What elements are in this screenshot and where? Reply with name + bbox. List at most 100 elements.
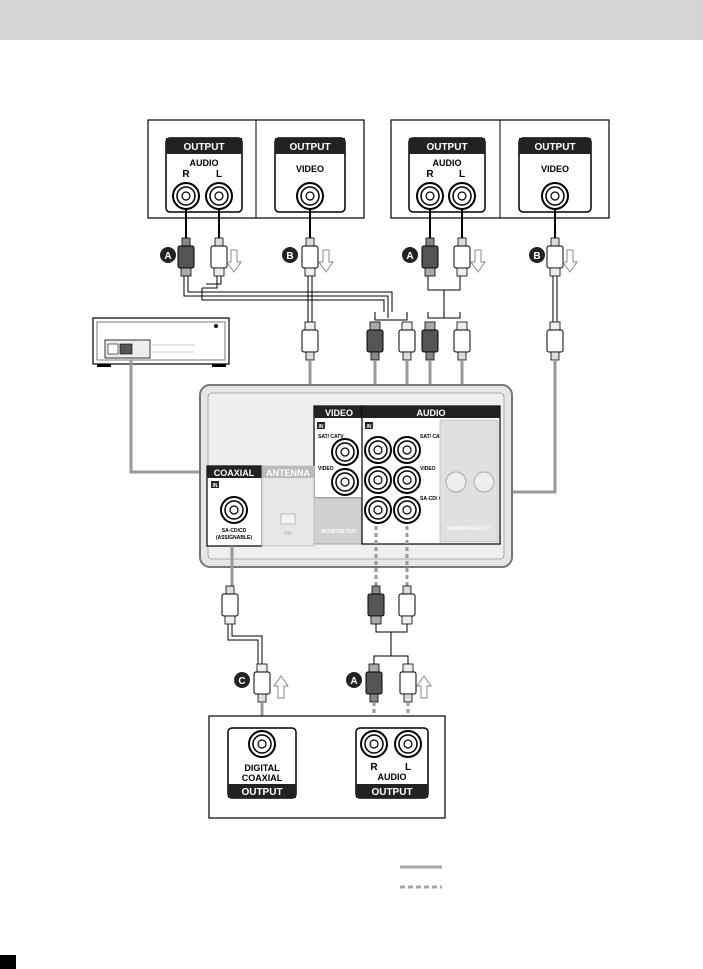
cable-a-marker-icon xyxy=(402,247,418,263)
source-2-jack-r-label: R xyxy=(426,169,434,180)
video-in-badge: IN xyxy=(319,424,324,430)
audio-in-badge: IN xyxy=(367,424,372,430)
sacd-l-plug-bottom xyxy=(399,663,417,703)
arrow-up-icon xyxy=(273,675,289,699)
cable-b-marker-icon xyxy=(282,247,298,263)
cable-wires xyxy=(183,276,558,322)
plug-sat-r xyxy=(366,321,384,361)
subwoofer-out-label: SUBWOOFER OUT xyxy=(447,526,492,532)
video-section-header: VIDEO xyxy=(325,408,353,418)
coaxial-label: COAXIAL xyxy=(242,773,283,783)
receiver-input-plugs xyxy=(301,321,564,361)
source-1-audio-l-jack xyxy=(205,182,233,210)
source-1-video-jack xyxy=(296,182,324,210)
antenna-fm-label: FM xyxy=(284,531,291,537)
antenna-section xyxy=(261,465,315,547)
sacd-r-plug-top xyxy=(367,585,385,625)
source-2-audio-l-jack xyxy=(448,182,476,210)
digital-coaxial-jack xyxy=(248,730,276,758)
sacd-player: DIGITAL COAXIAL OUTPUT R L AUDIO OUTPUT xyxy=(208,715,446,819)
source-1-jack-r-label: R xyxy=(182,169,190,180)
sacd-audio-label: AUDIO xyxy=(378,772,407,782)
plug-video-r xyxy=(421,321,439,361)
sacd-audio-r-jack xyxy=(360,730,388,758)
cable-a-marker: A xyxy=(164,251,171,262)
source-2-audio-output-header: OUTPUT xyxy=(426,142,467,153)
source-1-audio-r-jack xyxy=(172,182,200,210)
arrow-down-icon xyxy=(318,249,334,273)
sacd-l-plug-top xyxy=(398,585,416,625)
source-cables: A B A B xyxy=(160,210,578,277)
audio-sacd-r-jack xyxy=(364,496,392,524)
plug-sat-l xyxy=(398,321,416,361)
source-2-l-plug xyxy=(453,237,471,277)
source-2: OUTPUT AUDIO R L OUTPUT VIDEO xyxy=(390,119,610,219)
plug-video-video xyxy=(546,321,564,361)
video-sat-jack xyxy=(331,438,359,466)
coaxial-jack xyxy=(220,496,248,524)
cable-a-marker: A xyxy=(350,676,357,687)
source-2-video-plug xyxy=(546,237,564,277)
source-1-r-plug xyxy=(177,237,195,277)
receiver-rear-panel: VIDEO IN SAT/ CATV VIDEO MONITOR OUT AUD… xyxy=(199,384,513,568)
audio-video-label: VIDEO xyxy=(420,466,436,472)
cable-c-marker: C xyxy=(238,676,245,687)
coaxial-in-badge: IN xyxy=(213,483,218,489)
audio-section-header: AUDIO xyxy=(417,408,446,418)
source-1-video-output-header: OUTPUT xyxy=(289,142,330,153)
cable-a-marker-icon xyxy=(160,247,176,263)
plug-video-sat xyxy=(301,321,319,361)
arrow-up-icon xyxy=(416,675,432,699)
coaxial-plug-bottom xyxy=(253,663,271,703)
coaxial-assignable-label: (ASSIGNABLE) xyxy=(216,535,252,541)
sacd-r-plug-bottom xyxy=(365,663,383,703)
cable-b-marker: B xyxy=(286,251,293,262)
digital-label: DIGITAL xyxy=(244,763,280,773)
sacd-audio-l-jack xyxy=(394,730,422,758)
cable-a-marker: A xyxy=(406,251,413,262)
source-1-audio-title: AUDIO xyxy=(190,158,219,168)
audio-video-l-jack xyxy=(393,466,421,494)
source-1-video-title: VIDEO xyxy=(296,164,324,174)
coaxial-section-header: COAXIAL xyxy=(214,468,255,478)
source-2-audio-title: AUDIO xyxy=(433,158,462,168)
source-2-video-output-header: OUTPUT xyxy=(534,142,575,153)
source-1-jack-l-label: L xyxy=(216,169,222,180)
coaxial-plug-top xyxy=(221,585,239,625)
sacd-audio-output-label: OUTPUT xyxy=(371,787,412,798)
arrow-down-icon xyxy=(470,249,486,273)
audio-sat-l-jack xyxy=(393,436,421,464)
audio-sacd-label: SA-CD/ CD xyxy=(420,496,446,502)
audio-sat-r-jack xyxy=(364,436,392,464)
source-1-l-plug xyxy=(210,237,228,277)
monitor-out-label: MONITOR OUT xyxy=(321,529,356,535)
digital-output-label: OUTPUT xyxy=(241,787,282,798)
source-2-r-plug xyxy=(421,237,439,277)
source-2-audio-r-jack xyxy=(416,182,444,210)
cable-a-marker-icon xyxy=(346,672,362,688)
audio-sat-label: SAT/ CATV xyxy=(420,434,446,440)
source-2-video-jack xyxy=(541,182,569,210)
cable-c-marker-icon xyxy=(234,672,250,688)
monitor-out-section xyxy=(313,497,365,545)
source-2-jack-l-label: L xyxy=(459,169,465,180)
sacd-l-label: L xyxy=(405,762,411,773)
plug-video-l xyxy=(453,321,471,361)
legend xyxy=(400,865,442,889)
audio-video-r-jack xyxy=(364,466,392,494)
cable-b-marker-icon xyxy=(529,247,545,263)
receiver-front-view xyxy=(92,317,230,367)
video-sat-label: SAT/ CATV xyxy=(318,434,344,440)
arrow-down-icon xyxy=(226,249,242,273)
coaxial-wire xyxy=(129,360,205,474)
antenna-section-header: ANTENNA xyxy=(266,468,310,478)
header-bar xyxy=(0,0,703,40)
arrow-down-icon xyxy=(562,249,578,273)
source-2-video-title: VIDEO xyxy=(541,164,569,174)
source-1-video-plug xyxy=(301,237,319,277)
source-1-audio-output-header: OUTPUT xyxy=(183,142,224,153)
source-1: OUTPUT AUDIO R L OUTPUT VIDEO xyxy=(147,119,365,219)
cable-b-marker: B xyxy=(533,251,540,262)
coaxial-sacd-label: SA-CD/CD xyxy=(222,528,247,534)
